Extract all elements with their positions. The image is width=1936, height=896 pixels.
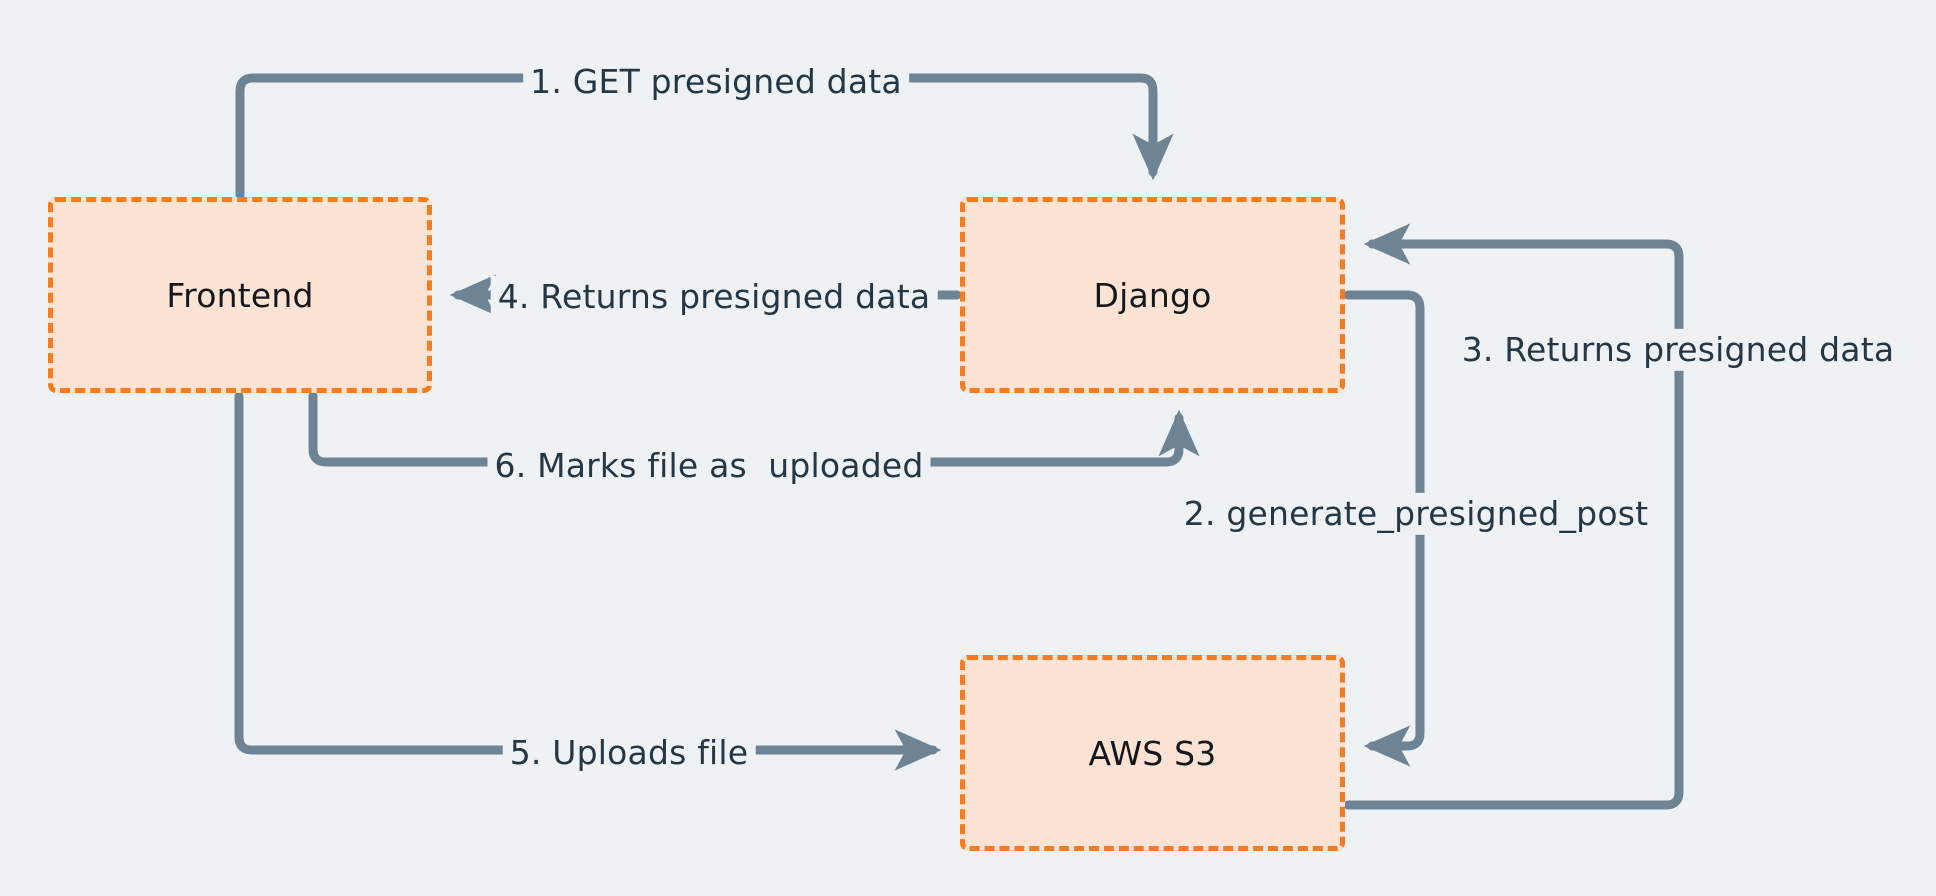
edge-5-path [234, 391, 942, 771]
edge-1-label: 1. GET presigned data [523, 60, 909, 104]
edge-2-label: 2. generate_presigned_post [1176, 492, 1656, 536]
node-django-label: Django [1093, 275, 1212, 315]
node-frontend-label: Frontend [166, 275, 314, 315]
edge-4-label: 4. Returns presigned data [490, 275, 938, 319]
edge-5-label: 5. Uploads file [502, 731, 756, 775]
edge-3-label: 3. Returns presigned data [1454, 328, 1902, 372]
edge-6-label: 6. Marks file as uploaded [487, 444, 931, 488]
node-aws-s3[interactable]: AWS S3 [960, 655, 1345, 851]
edge-3-path [1343, 223, 1684, 810]
node-frontend[interactable]: Frontend [48, 197, 432, 393]
node-django[interactable]: Django [960, 197, 1345, 393]
node-aws-s3-label: AWS S3 [1088, 733, 1217, 773]
